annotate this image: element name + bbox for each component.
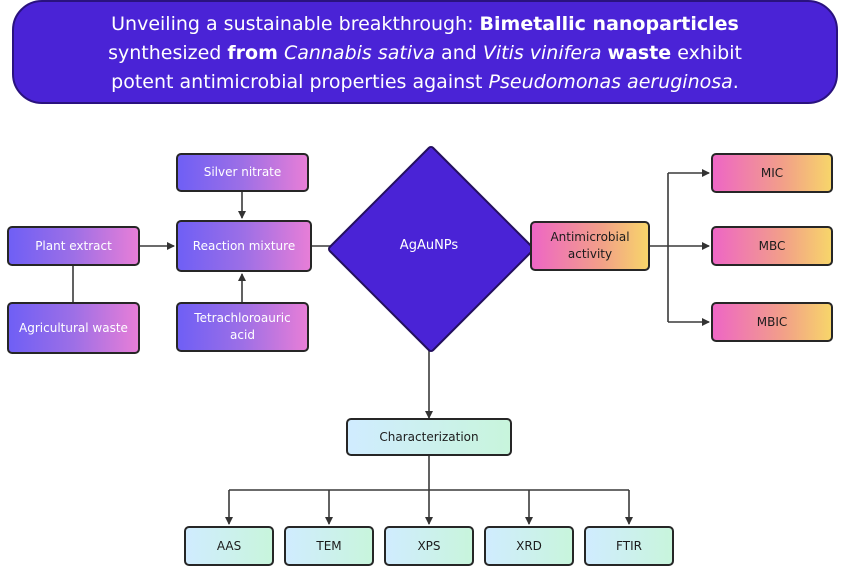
banner-italic: Pseudomonas aeruginosa: [488, 71, 733, 93]
banner-line-1: Unveiling a sustainable breakthrough: Bi…: [14, 10, 836, 39]
node-label: Reaction mixture: [192, 238, 296, 253]
banner-bold: Bimetallic nanoparticles: [479, 13, 739, 35]
node-label: XRD: [516, 538, 542, 553]
node-silver-nitrate: Silver nitrate: [176, 153, 309, 192]
node-tetrachloroauric-acid: Tetrachloroauric acid: [176, 302, 309, 352]
node-label: TEM: [316, 538, 342, 553]
banner-line-3: potent antimicrobial properties against …: [14, 68, 836, 97]
node-xps: XPS: [384, 526, 474, 566]
node-aas: AAS: [184, 526, 274, 566]
node-plant-extract: Plant extract: [7, 226, 140, 266]
banner-bold: waste: [607, 42, 672, 64]
node-ftir: FTIR: [584, 526, 674, 566]
node-agricultural-waste: Agricultural waste: [7, 302, 140, 354]
node-tem: TEM: [284, 526, 374, 566]
banner-italic: Cannabis sativa: [283, 42, 436, 64]
node-label: Silver nitrate: [203, 165, 282, 179]
node-label: MBIC: [756, 314, 788, 329]
node-label: MIC: [760, 165, 784, 180]
banner-italic: Vitis vinifera: [482, 42, 602, 64]
node-label: Characterization: [379, 429, 479, 444]
title-banner: Unveiling a sustainable breakthrough: Bi…: [12, 0, 838, 104]
node-xrd: XRD: [484, 526, 574, 566]
node-label: MBC: [758, 238, 786, 253]
node-mbc: MBC: [711, 226, 833, 266]
node-mic: MIC: [711, 153, 833, 193]
node-label: XPS: [417, 538, 441, 553]
node-mbic: MBIC: [711, 302, 833, 342]
connector-antimicrobial-branch: [650, 173, 669, 322]
node-label: Agricultural waste: [19, 320, 128, 335]
banner-bold: from: [227, 42, 278, 64]
banner-text: potent antimicrobial properties against: [111, 71, 489, 93]
node-antimicrobial-activity: Antimicrobial activity: [530, 221, 650, 271]
node-label: Plant extract: [35, 238, 112, 253]
banner-text: exhibit: [671, 42, 742, 64]
banner-text: and: [435, 42, 483, 64]
node-characterization: Characterization: [346, 418, 512, 456]
node-reaction-mixture: Reaction mixture: [176, 220, 312, 272]
node-label: Tetrachloroauric acid: [194, 311, 291, 342]
banner-text: synthesized: [108, 42, 228, 64]
node-label: FTIR: [616, 538, 642, 553]
node-label: AAS: [216, 538, 242, 553]
node-label: Antimicrobial activity: [550, 230, 630, 261]
banner-text: Unveiling a sustainable breakthrough:: [111, 13, 480, 35]
node-agaunps-label: AgAuNPs: [399, 238, 459, 253]
connector-characterization-branch: [229, 456, 629, 491]
banner-line-2: synthesized from Cannabis sativa and Vit…: [14, 39, 836, 68]
banner-text: .: [732, 71, 739, 93]
